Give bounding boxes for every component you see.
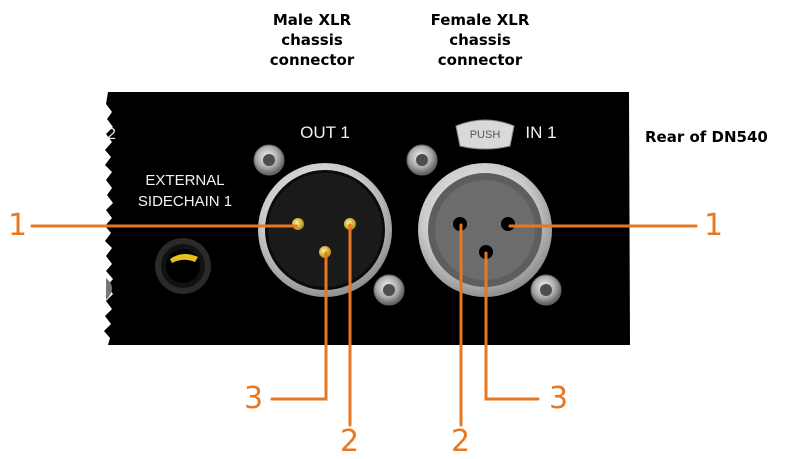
- sidechain-label-line-1: EXTERNAL: [145, 172, 225, 189]
- callout-lines: [30, 223, 698, 427]
- male-pin-3-number: 3: [244, 381, 264, 416]
- rear-caption: Rear of DN540: [645, 128, 768, 146]
- female-caption-line-1: Female XLR: [430, 11, 530, 29]
- edge-digit: 2: [107, 126, 116, 143]
- in-1-label: IN 1: [525, 123, 557, 142]
- female-caption-line-3: connector: [437, 51, 523, 69]
- callout-male-pin-3: [270, 251, 328, 401]
- male-pin-2-number: 2: [340, 424, 360, 459]
- female-socket-2: [501, 217, 515, 231]
- female-pin-2-number: 2: [451, 424, 471, 459]
- callout-female-pin-3: [484, 251, 540, 401]
- out-1-label: OUT 1: [300, 123, 350, 142]
- male-caption-line-3: connector: [269, 51, 355, 69]
- push-label: PUSH: [469, 129, 501, 141]
- male-caption-line-2: chassis: [281, 31, 343, 49]
- sidechain-label: EXTERNAL SIDECHAIN 1: [120, 170, 250, 212]
- male-pin-1: [292, 218, 304, 230]
- female-pin-1-number: 1: [704, 208, 724, 243]
- female-caption-line-2: chassis: [449, 31, 511, 49]
- male-pin-1-number: 1: [8, 208, 28, 243]
- male-caption-line-1: Male XLR: [272, 11, 352, 29]
- male-xlr-caption: Male XLR chassis connector: [232, 10, 392, 70]
- push-latch: [455, 119, 515, 150]
- female-pin-3-number: 3: [549, 381, 569, 416]
- sidechain-label-line-2: SIDECHAIN 1: [137, 193, 233, 210]
- partial-connector: [106, 278, 112, 300]
- female-xlr-caption: Female XLR chassis connector: [400, 10, 560, 70]
